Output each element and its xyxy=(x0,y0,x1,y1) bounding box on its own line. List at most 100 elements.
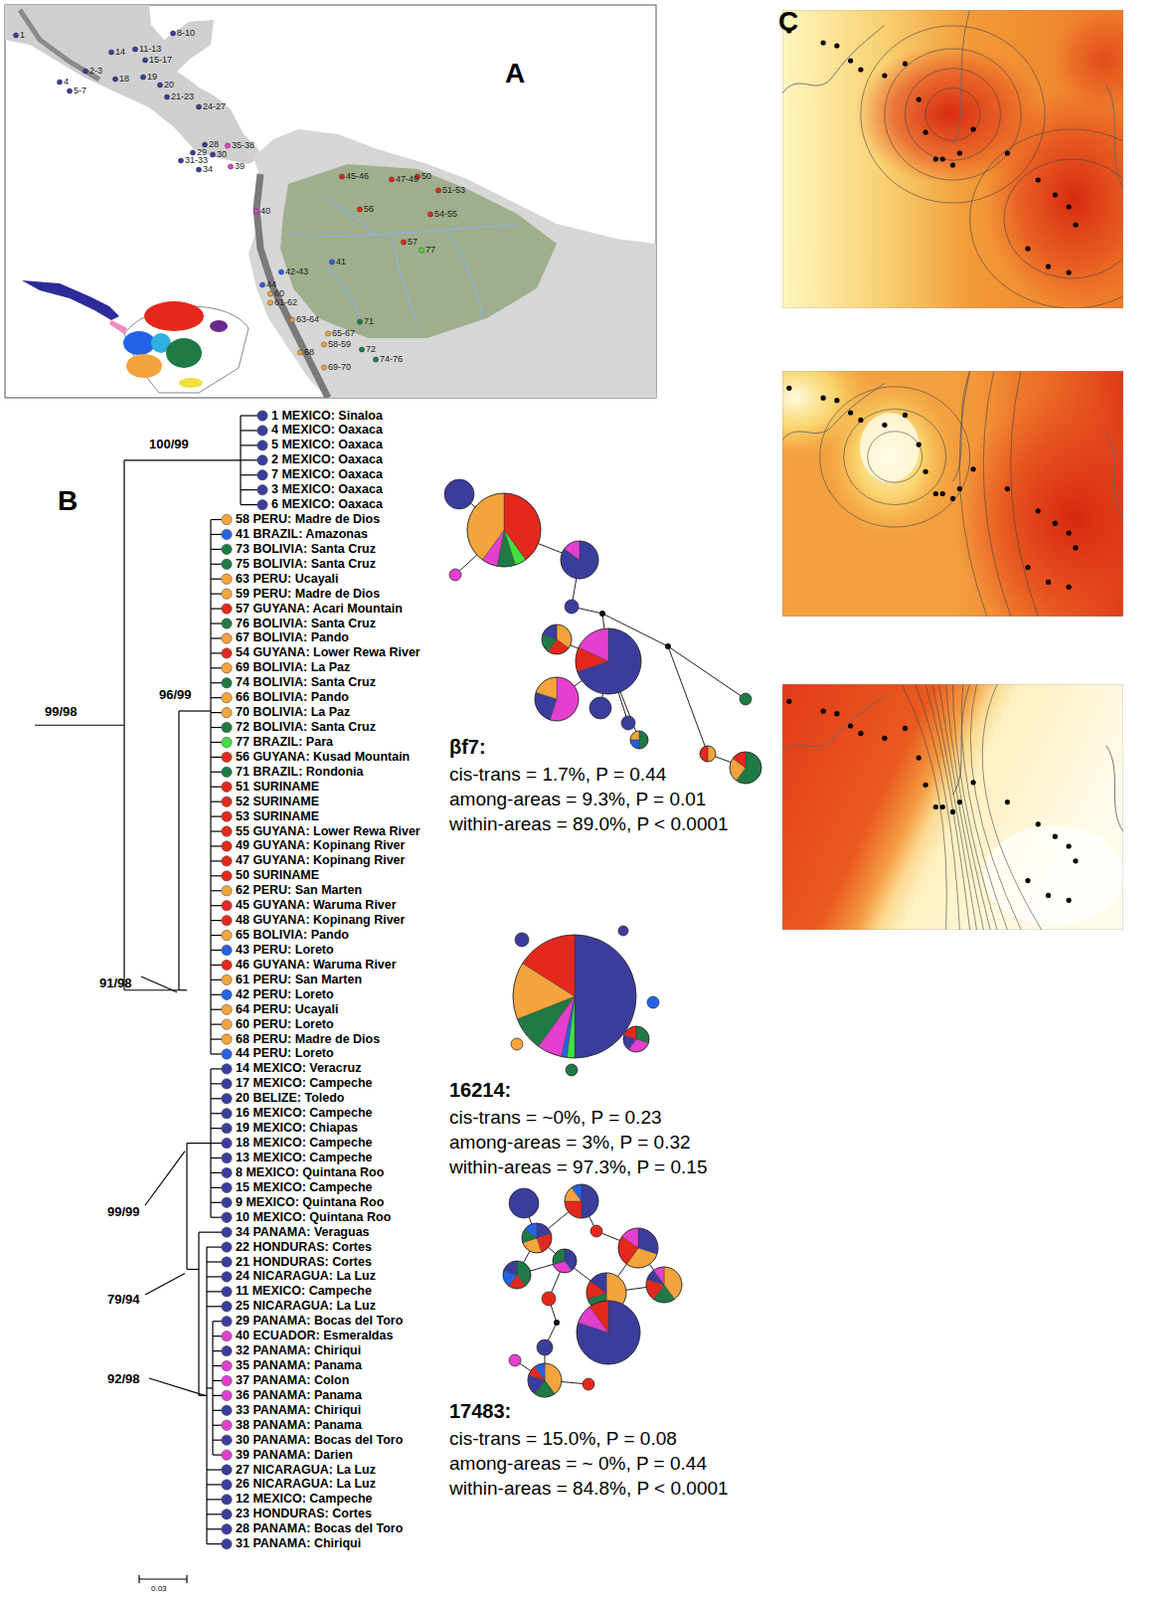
locality-dot xyxy=(356,206,362,212)
contour-line xyxy=(915,683,961,930)
tip-label: 15 MEXICO: Campeche xyxy=(235,1179,373,1194)
tip-label: 42 PERU: Loreto xyxy=(235,987,335,1002)
tip-label: 22 HONDURAS: Cortes xyxy=(235,1239,372,1254)
haplotype-pie xyxy=(552,1248,565,1265)
contour-line xyxy=(860,25,1045,203)
tree-branch xyxy=(210,949,222,951)
tree-branch xyxy=(212,1335,222,1337)
locality-dot xyxy=(321,364,327,370)
tip-dot xyxy=(221,1316,232,1327)
tip-dot xyxy=(221,1241,232,1252)
haplotype-pie xyxy=(514,932,529,947)
map-panel xyxy=(21,280,120,321)
support-value: 99/99 xyxy=(107,1204,141,1220)
tip-label: 44 PERU: Loreto xyxy=(235,1045,335,1060)
tree-branch xyxy=(212,1439,222,1441)
tip-dot xyxy=(221,1330,232,1341)
tree-branch xyxy=(212,1320,222,1322)
tip-dot xyxy=(221,528,232,539)
haplotype-pie xyxy=(599,610,606,617)
tip-label: 4 MEXICO: Oaxaca xyxy=(271,422,383,437)
locality-dot xyxy=(400,239,406,245)
amova-stat: within-areas = 89.0%, P < 0.0001 xyxy=(449,813,729,836)
haplotype-pie xyxy=(599,610,606,617)
tree-branch xyxy=(212,1394,222,1396)
tip-dot xyxy=(221,929,232,940)
locality-dot xyxy=(325,331,331,336)
support-value: 99/98 xyxy=(44,704,78,720)
tree-branch xyxy=(186,1268,199,1270)
haplotype-networks xyxy=(444,479,762,1397)
coastline xyxy=(782,9,1124,189)
haplotype-pie xyxy=(665,643,671,650)
locality-dot xyxy=(329,259,335,265)
tip-dot xyxy=(221,1167,232,1177)
amova-stat: within-areas = 97.3%, P = 0.15 xyxy=(449,1156,707,1178)
tip-dot xyxy=(221,1434,232,1445)
interpolation-maps xyxy=(782,9,1124,309)
tree-branch xyxy=(212,1424,222,1426)
sample-dot xyxy=(834,710,839,716)
tip-dot xyxy=(221,1494,232,1505)
haplotype-pie xyxy=(553,1319,560,1326)
tree-branch xyxy=(206,1527,222,1529)
contour-line xyxy=(867,431,923,483)
tree-branch xyxy=(210,786,222,788)
tip-label: 20 BELIZE: Toledo xyxy=(235,1090,345,1105)
tree-branch xyxy=(206,1386,213,1388)
haplotype-pie xyxy=(510,1037,523,1050)
amova-stat: among-areas = 9.3%, P = 0.01 xyxy=(449,788,706,811)
tree-branch xyxy=(185,1143,187,1270)
locality-dot xyxy=(195,167,201,172)
tip-dot xyxy=(221,1004,232,1014)
tip-dot xyxy=(221,751,232,762)
contour-line xyxy=(961,683,1007,930)
haplotype-pie xyxy=(527,1362,562,1397)
tree-branch xyxy=(240,503,258,505)
tip-label: 73 BOLIVIA: Santa Cruz xyxy=(235,541,376,556)
tip-label: 60 PERU: Loreto xyxy=(235,1016,335,1031)
haplotype-pie xyxy=(618,925,629,936)
tip-dot xyxy=(221,1419,232,1430)
scale-bar xyxy=(185,1574,187,1583)
interpolation-maps xyxy=(825,377,955,537)
locality-number: 14 xyxy=(115,46,126,57)
tip-label: 71 BRAZIL: Rondonia xyxy=(235,764,363,779)
haplotype-pie xyxy=(510,1037,523,1050)
tree-branch xyxy=(206,1498,222,1500)
haplotype-pie xyxy=(541,624,572,655)
sample-dot xyxy=(847,409,853,415)
tip-label: 33 PANAMA: Chiriqui xyxy=(235,1402,361,1417)
tip-dot xyxy=(221,1359,232,1370)
contour-map xyxy=(782,683,1124,930)
tree-branch xyxy=(210,816,222,818)
tree-branch xyxy=(178,989,187,991)
interpolation-maps xyxy=(859,412,920,483)
tip-label: 77 BRAZIL: Para xyxy=(235,734,334,749)
tip-label: 18 MEXICO: Campeche xyxy=(235,1135,373,1150)
tip-dot xyxy=(221,1063,232,1074)
haplotype-pie xyxy=(589,696,612,719)
tree-branch xyxy=(240,414,258,416)
locality-number: 57 xyxy=(407,236,418,247)
haplotype-pie xyxy=(552,1248,577,1273)
tip-dot xyxy=(257,470,268,481)
locality-dot xyxy=(177,158,183,164)
haplotype-pie xyxy=(564,1183,599,1218)
contour-line xyxy=(1010,370,1039,617)
interpolation-maps xyxy=(715,9,1174,930)
sample-dot xyxy=(1035,507,1041,513)
locality-number: 31-33 xyxy=(184,155,208,166)
locality-number: 47-49 xyxy=(395,173,419,184)
contour-overlay xyxy=(782,9,1174,930)
tip-label: 43 PERU: Loreto xyxy=(235,942,335,957)
tree-branch xyxy=(210,859,222,861)
tip-dot xyxy=(221,588,232,599)
tip-dot xyxy=(221,1108,232,1119)
tip-label: 74 BOLIVIA: Santa Cruz xyxy=(235,674,376,689)
tree-branch xyxy=(210,548,222,550)
haplotype-pie xyxy=(552,1248,577,1273)
locality-dot xyxy=(253,208,259,214)
haplotype-pie xyxy=(560,540,599,579)
locality-dot xyxy=(259,282,265,288)
